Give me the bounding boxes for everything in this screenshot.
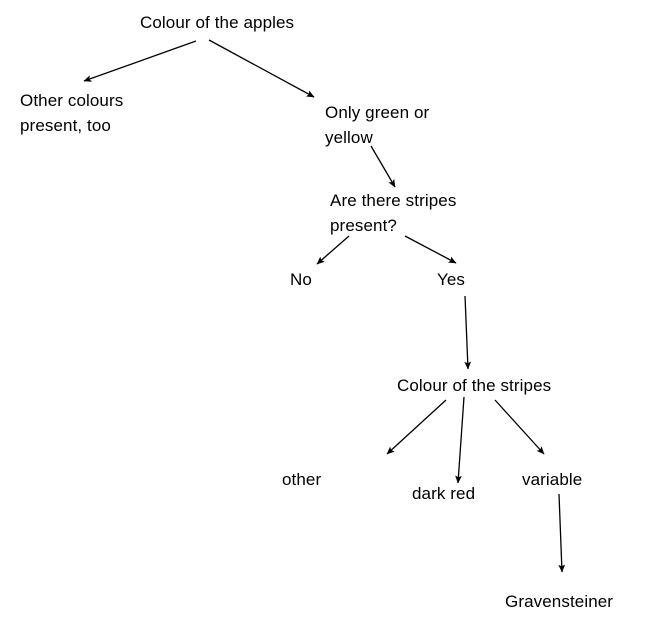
node-only-green-or-yellow: Only green or yellow bbox=[325, 103, 430, 147]
node-variable: variable bbox=[522, 470, 583, 489]
edge-arrow bbox=[370, 145, 396, 188]
node-colour-of-the-stripes: Colour of the stripes bbox=[397, 376, 552, 395]
edge-arrow bbox=[464, 295, 472, 370]
node-dark-red: dark red bbox=[412, 484, 476, 503]
node-yes: Yes bbox=[437, 270, 466, 289]
node-other-colours-present-too: Other colours present, too bbox=[20, 91, 124, 135]
node-root: Colour of the apples bbox=[140, 13, 295, 32]
node-gravensteiner: Gravensteiner bbox=[505, 592, 614, 611]
edge-arrow bbox=[208, 39, 315, 98]
edge-arrow bbox=[558, 493, 566, 573]
node-no: No bbox=[290, 270, 312, 289]
edge-arrow bbox=[83, 40, 197, 82]
edge-arrow bbox=[455, 396, 465, 484]
node-are-there-stripes-present: Are there stripes present? bbox=[330, 191, 457, 235]
node-other: other bbox=[282, 470, 322, 489]
edge-arrow bbox=[386, 399, 447, 455]
edge-arrow bbox=[494, 399, 545, 455]
edge-arrow bbox=[404, 235, 457, 264]
edge-arrow bbox=[316, 235, 350, 265]
